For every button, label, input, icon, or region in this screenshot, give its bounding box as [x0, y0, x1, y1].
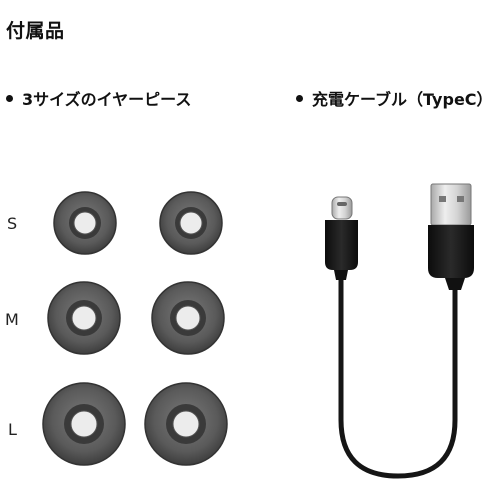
eartips-item: 3サイズのイヤーピース [6, 86, 191, 110]
size-label-s: S [7, 214, 18, 233]
size-label-l: L [8, 420, 17, 439]
eartip-m-left [47, 281, 121, 355]
eartips-label: 3サイズのイヤーピース [22, 90, 192, 109]
section-title: 付属品 [6, 20, 65, 42]
usb-a-connector [428, 183, 474, 290]
eartip-l-left [42, 382, 126, 466]
cable-item: 充電ケーブル（TypeC） [296, 86, 493, 110]
usb-c-connector [325, 196, 358, 280]
eartip-m-right [151, 281, 225, 355]
cable-wire [338, 269, 458, 479]
size-label-m: M [5, 310, 19, 329]
eartip-l-right [144, 382, 228, 466]
cable-label: 充電ケーブル（TypeC） [312, 90, 493, 109]
bullet-icon [6, 94, 13, 102]
eartip-s-right [159, 191, 223, 255]
eartip-s-left [53, 191, 117, 255]
bullet-icon [296, 94, 303, 102]
